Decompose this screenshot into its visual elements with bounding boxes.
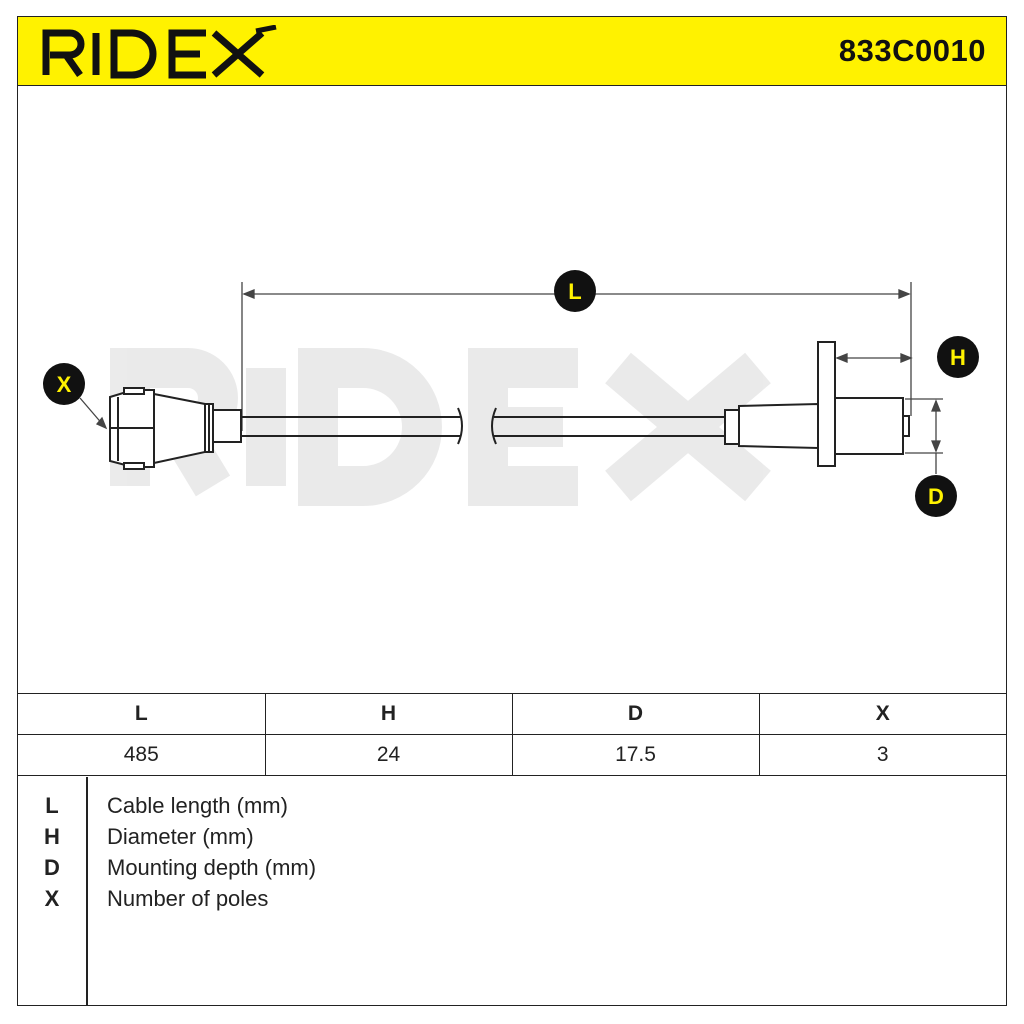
table-cell: 24: [264, 734, 513, 776]
dimensions-table: L H D X 485 24 17.5 3: [18, 693, 1006, 776]
legend-key: H: [44, 824, 60, 849]
table-header: H: [264, 693, 513, 735]
legend-text: Mounting depth (mm): [107, 855, 317, 880]
label-l: L: [568, 279, 581, 304]
legend-text: Number of poles: [107, 886, 269, 911]
legend-key: L: [45, 793, 59, 818]
legend-key: D: [44, 855, 60, 880]
table-row: 485 24 17.5 3: [18, 734, 1006, 776]
legend-text: Diameter (mm): [107, 824, 254, 849]
table-cell: 3: [758, 734, 1006, 776]
sensor-drawing: L H D X: [43, 270, 979, 517]
legend-item: X Number of poles: [18, 886, 1006, 917]
ridex-logo: [42, 25, 277, 79]
label-d: D: [928, 484, 944, 509]
legend-item: L Cable length (mm): [18, 793, 1006, 824]
table-header-row: L H D X: [18, 693, 1006, 735]
table-cell: 485: [18, 734, 266, 776]
legend-text: Cable length (mm): [107, 793, 288, 818]
table-header: X: [758, 693, 1006, 735]
legend-key: X: [44, 886, 60, 911]
legend: L Cable length (mm) H Diameter (mm) D Mo…: [18, 777, 1006, 1005]
table-cell: 17.5: [511, 734, 760, 776]
table-header: L: [18, 693, 266, 735]
technical-drawing: L H D X: [18, 86, 1006, 693]
legend-divider: [86, 777, 88, 1005]
part-number: 833C0010: [838, 33, 986, 68]
label-badge-d: D: [915, 475, 957, 517]
label-badge-h: H: [937, 336, 979, 378]
label-badge-l: L: [554, 270, 596, 312]
label-h: H: [950, 345, 966, 370]
label-x: X: [57, 372, 72, 397]
table-header: D: [511, 693, 760, 735]
label-badge-x: X: [43, 363, 85, 405]
legend-item: D Mounting depth (mm): [18, 855, 1006, 886]
header-bar: 833C0010: [18, 17, 1006, 86]
spec-sheet: 833C0010: [17, 16, 1007, 1006]
legend-item: H Diameter (mm): [18, 824, 1006, 855]
